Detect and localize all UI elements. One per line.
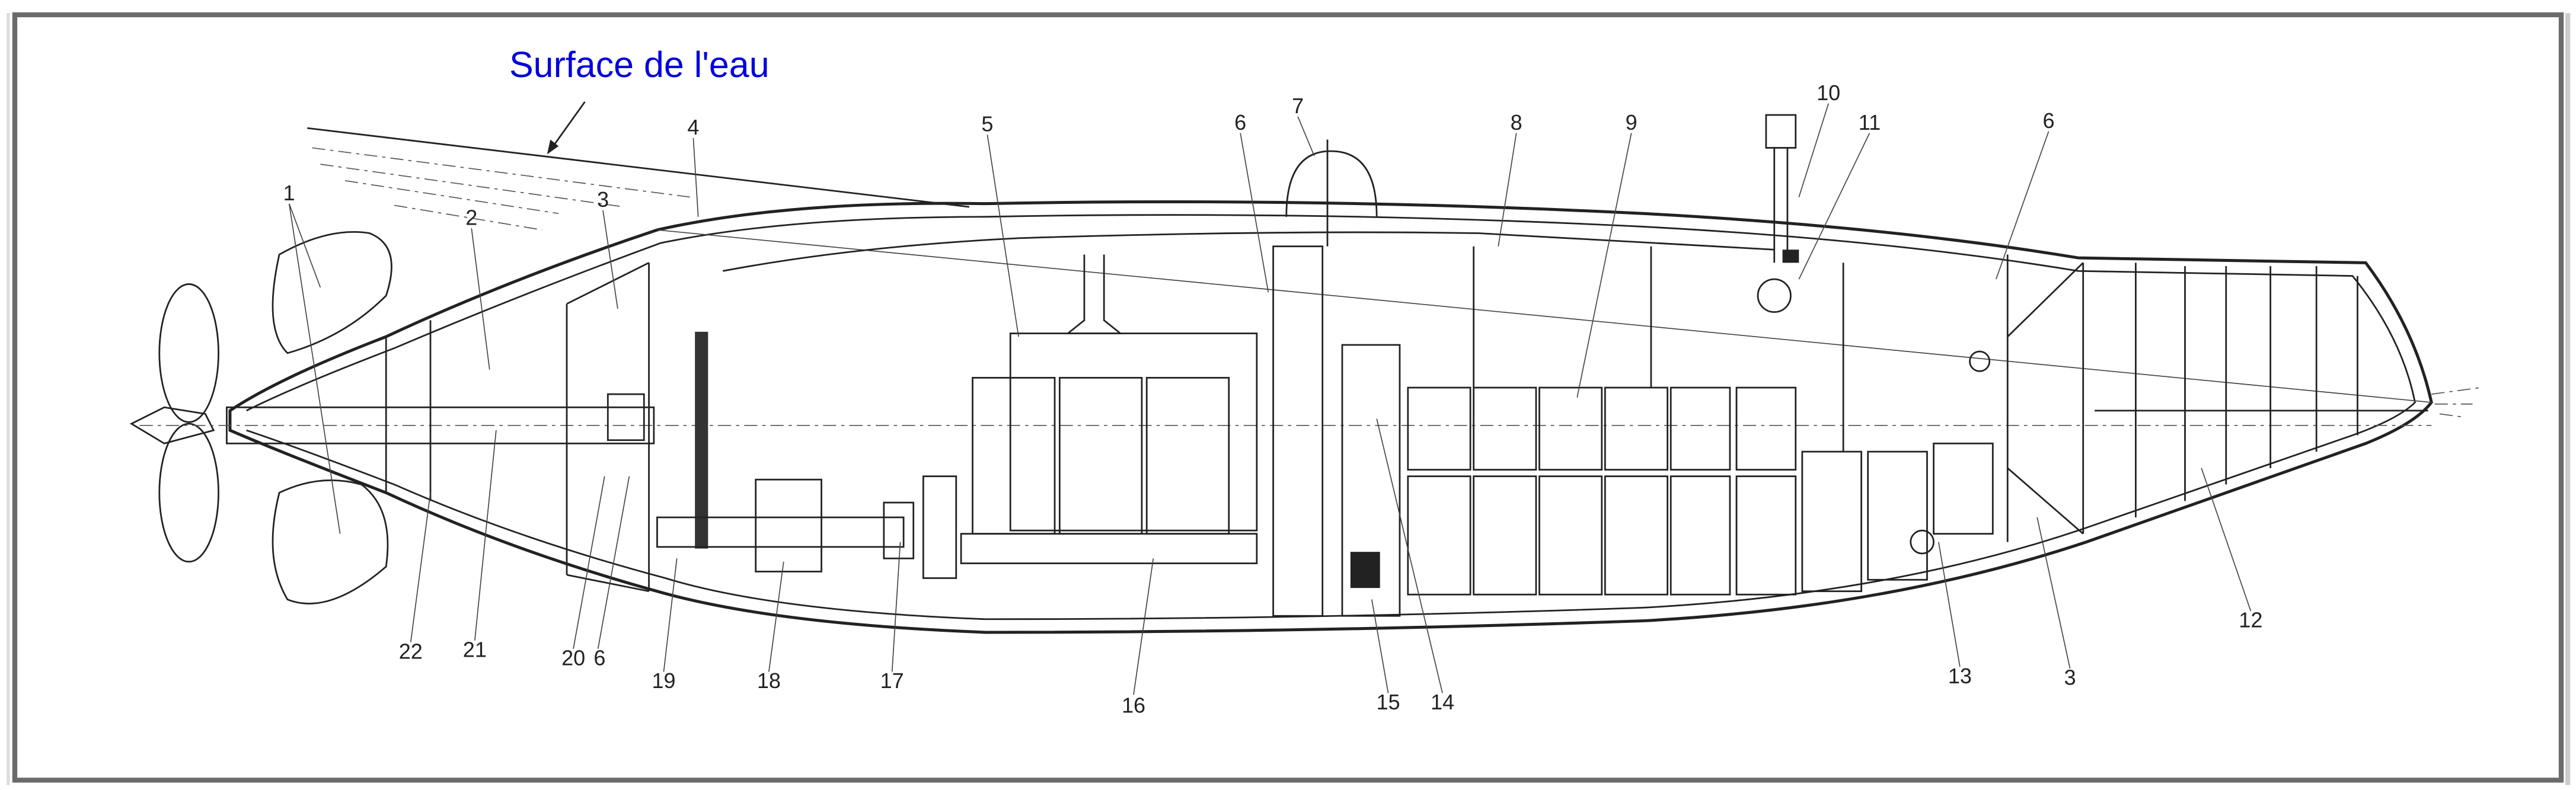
picture-frame [12,12,2564,783]
label-14: 14 [1431,690,1454,714]
label-20: 20 [561,645,585,670]
surface-arrow [547,101,586,155]
label-15: 15 [1377,690,1400,714]
label-22: 22 [399,639,423,663]
label-7: 7 [1292,94,1304,118]
part-labels: 1 2 3 4 5 6 7 8 9 10 11 6 12 3 13 14 15 … [283,81,2263,718]
label-3-rear: 3 [597,187,609,212]
label-3-fore: 3 [2064,666,2076,690]
label-6-fore: 6 [2042,108,2054,133]
water-surface-lines [307,127,2481,418]
label-1: 1 [283,181,295,205]
rudders [272,231,392,605]
label-17: 17 [880,669,904,693]
label-12: 12 [2239,608,2262,632]
label-2: 2 [465,206,477,230]
label-6-rear: 6 [593,645,605,670]
surface-label: Surface de l'eau [509,44,770,85]
label-19: 19 [652,669,675,693]
label-16: 16 [1122,693,1145,718]
label-21: 21 [463,638,487,662]
label-8: 8 [1511,110,1522,135]
label-10: 10 [1817,81,1840,105]
label-13: 13 [1948,664,1972,688]
label-4: 4 [687,115,699,139]
label-18: 18 [757,669,781,693]
hull [139,114,2433,634]
label-11: 11 [1859,110,1881,135]
battery-cells [1407,386,1994,596]
propeller [129,283,219,563]
label-6-tower: 6 [1234,110,1246,135]
leader-lines [288,103,2252,695]
label-9: 9 [1626,110,1637,135]
label-5: 5 [981,112,993,136]
